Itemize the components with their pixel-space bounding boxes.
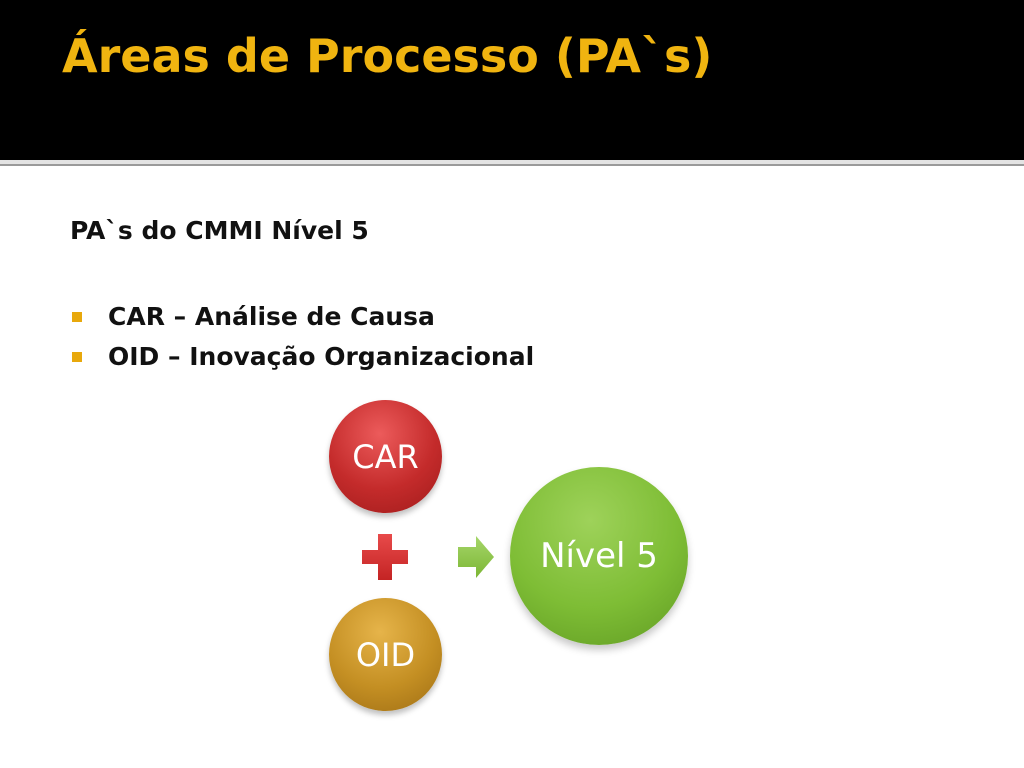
- square-bullet-icon: [72, 352, 82, 362]
- bullet-item-oid: OID – Inovação Organizacional: [70, 338, 534, 378]
- divider-light: [0, 160, 1024, 164]
- nivel-5-circle: Nível 5: [510, 467, 688, 645]
- car-circle: CAR: [329, 400, 442, 513]
- oid-label: OID: [355, 635, 416, 674]
- car-label: CAR: [352, 437, 419, 476]
- bullet-label: CAR – Análise de Causa: [108, 302, 435, 331]
- divider-dark: [0, 164, 1024, 166]
- oid-circle: OID: [329, 598, 442, 711]
- plus-icon: [362, 534, 408, 580]
- bullet-list: CAR – Análise de Causa OID – Inovação Or…: [70, 298, 534, 378]
- bullet-item-car: CAR – Análise de Causa: [70, 298, 534, 338]
- subheading: PA`s do CMMI Nível 5: [70, 216, 369, 245]
- arrow-right-icon: [458, 536, 494, 578]
- title-bar: Áreas de Processo (PA`s): [0, 0, 1024, 160]
- bullet-label: OID – Inovação Organizacional: [108, 342, 535, 371]
- slide-title: Áreas de Processo (PA`s): [62, 29, 713, 83]
- nivel-5-label: Nível 5: [540, 536, 658, 576]
- square-bullet-icon: [72, 312, 82, 322]
